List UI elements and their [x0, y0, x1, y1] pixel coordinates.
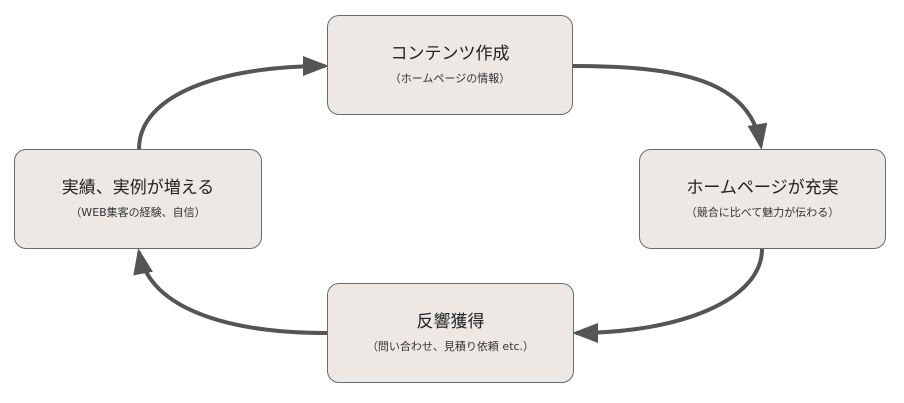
arrow-response-to-results [133, 248, 328, 335]
node-subtitle: （WEB集客の経験、自信） [70, 206, 206, 220]
arrow-results-to-content [137, 56, 329, 150]
node-title: 実績、実例が増える [61, 177, 215, 198]
node-content-creation: コンテンツ作成 （ホームページの情報） [327, 15, 573, 115]
node-subtitle: （問い合わせ、見積り依頼 etc.） [366, 340, 535, 354]
node-response-gained: 反響獲得 （問い合わせ、見積り依頼 etc.） [327, 283, 574, 383]
node-subtitle: （ホームページの情報） [389, 72, 511, 86]
node-title: 反響獲得 [416, 311, 485, 332]
arrow-homepage-to-response [572, 248, 764, 343]
node-title: ホームページが充実 [686, 177, 839, 198]
node-homepage-enhanced: ホームページが充実 （競合に比べて魅力が伝わる） [639, 149, 886, 249]
node-subtitle: （競合に比べて魅力が伝わる） [685, 206, 840, 220]
arrow-content-to-homepage [572, 64, 768, 150]
node-title: コンテンツ作成 [390, 43, 510, 64]
node-results-increase: 実績、実例が増える （WEB集客の経験、自信） [14, 149, 262, 249]
